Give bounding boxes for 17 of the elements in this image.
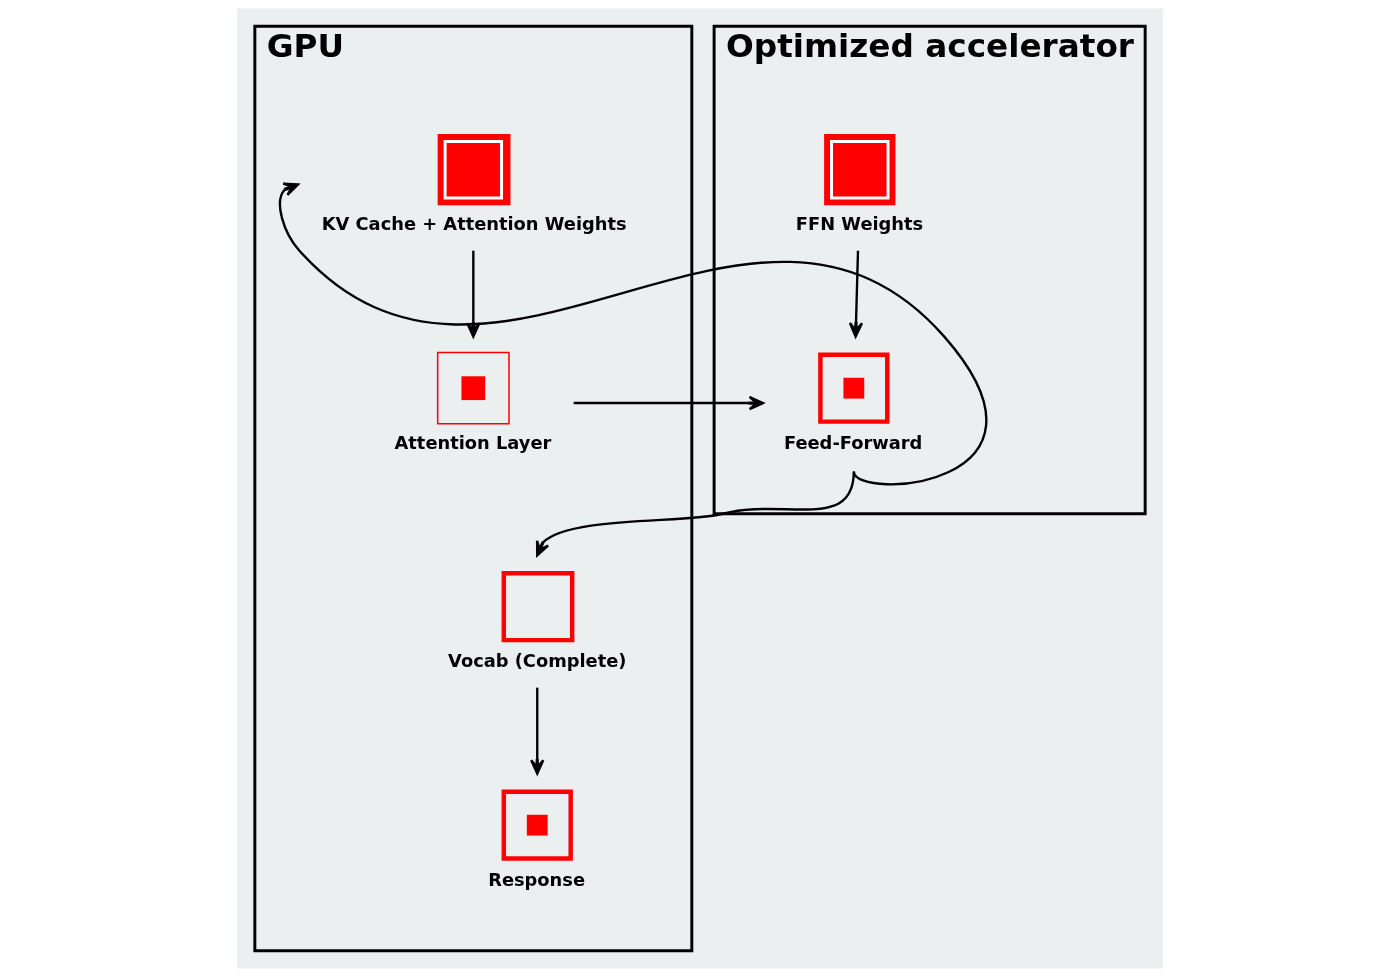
node-label: Response bbox=[488, 868, 586, 890]
node-box bbox=[501, 571, 575, 643]
node-box bbox=[501, 789, 573, 861]
node-label: Attention Layer bbox=[394, 431, 552, 453]
node-box bbox=[436, 351, 510, 425]
node-box bbox=[818, 352, 890, 424]
node-label: Feed-Forward bbox=[783, 431, 923, 453]
node-label: KV Cache + Attention Weights bbox=[321, 213, 627, 235]
node-box bbox=[437, 134, 511, 206]
node-label: FFN Weights bbox=[795, 213, 924, 235]
arrow bbox=[535, 471, 856, 557]
arrow bbox=[573, 395, 765, 411]
arrow bbox=[279, 182, 987, 486]
arrow bbox=[530, 687, 545, 775]
node-label: Vocab (Complete) bbox=[448, 650, 627, 672]
node-box bbox=[824, 134, 896, 206]
arrow bbox=[848, 250, 864, 338]
